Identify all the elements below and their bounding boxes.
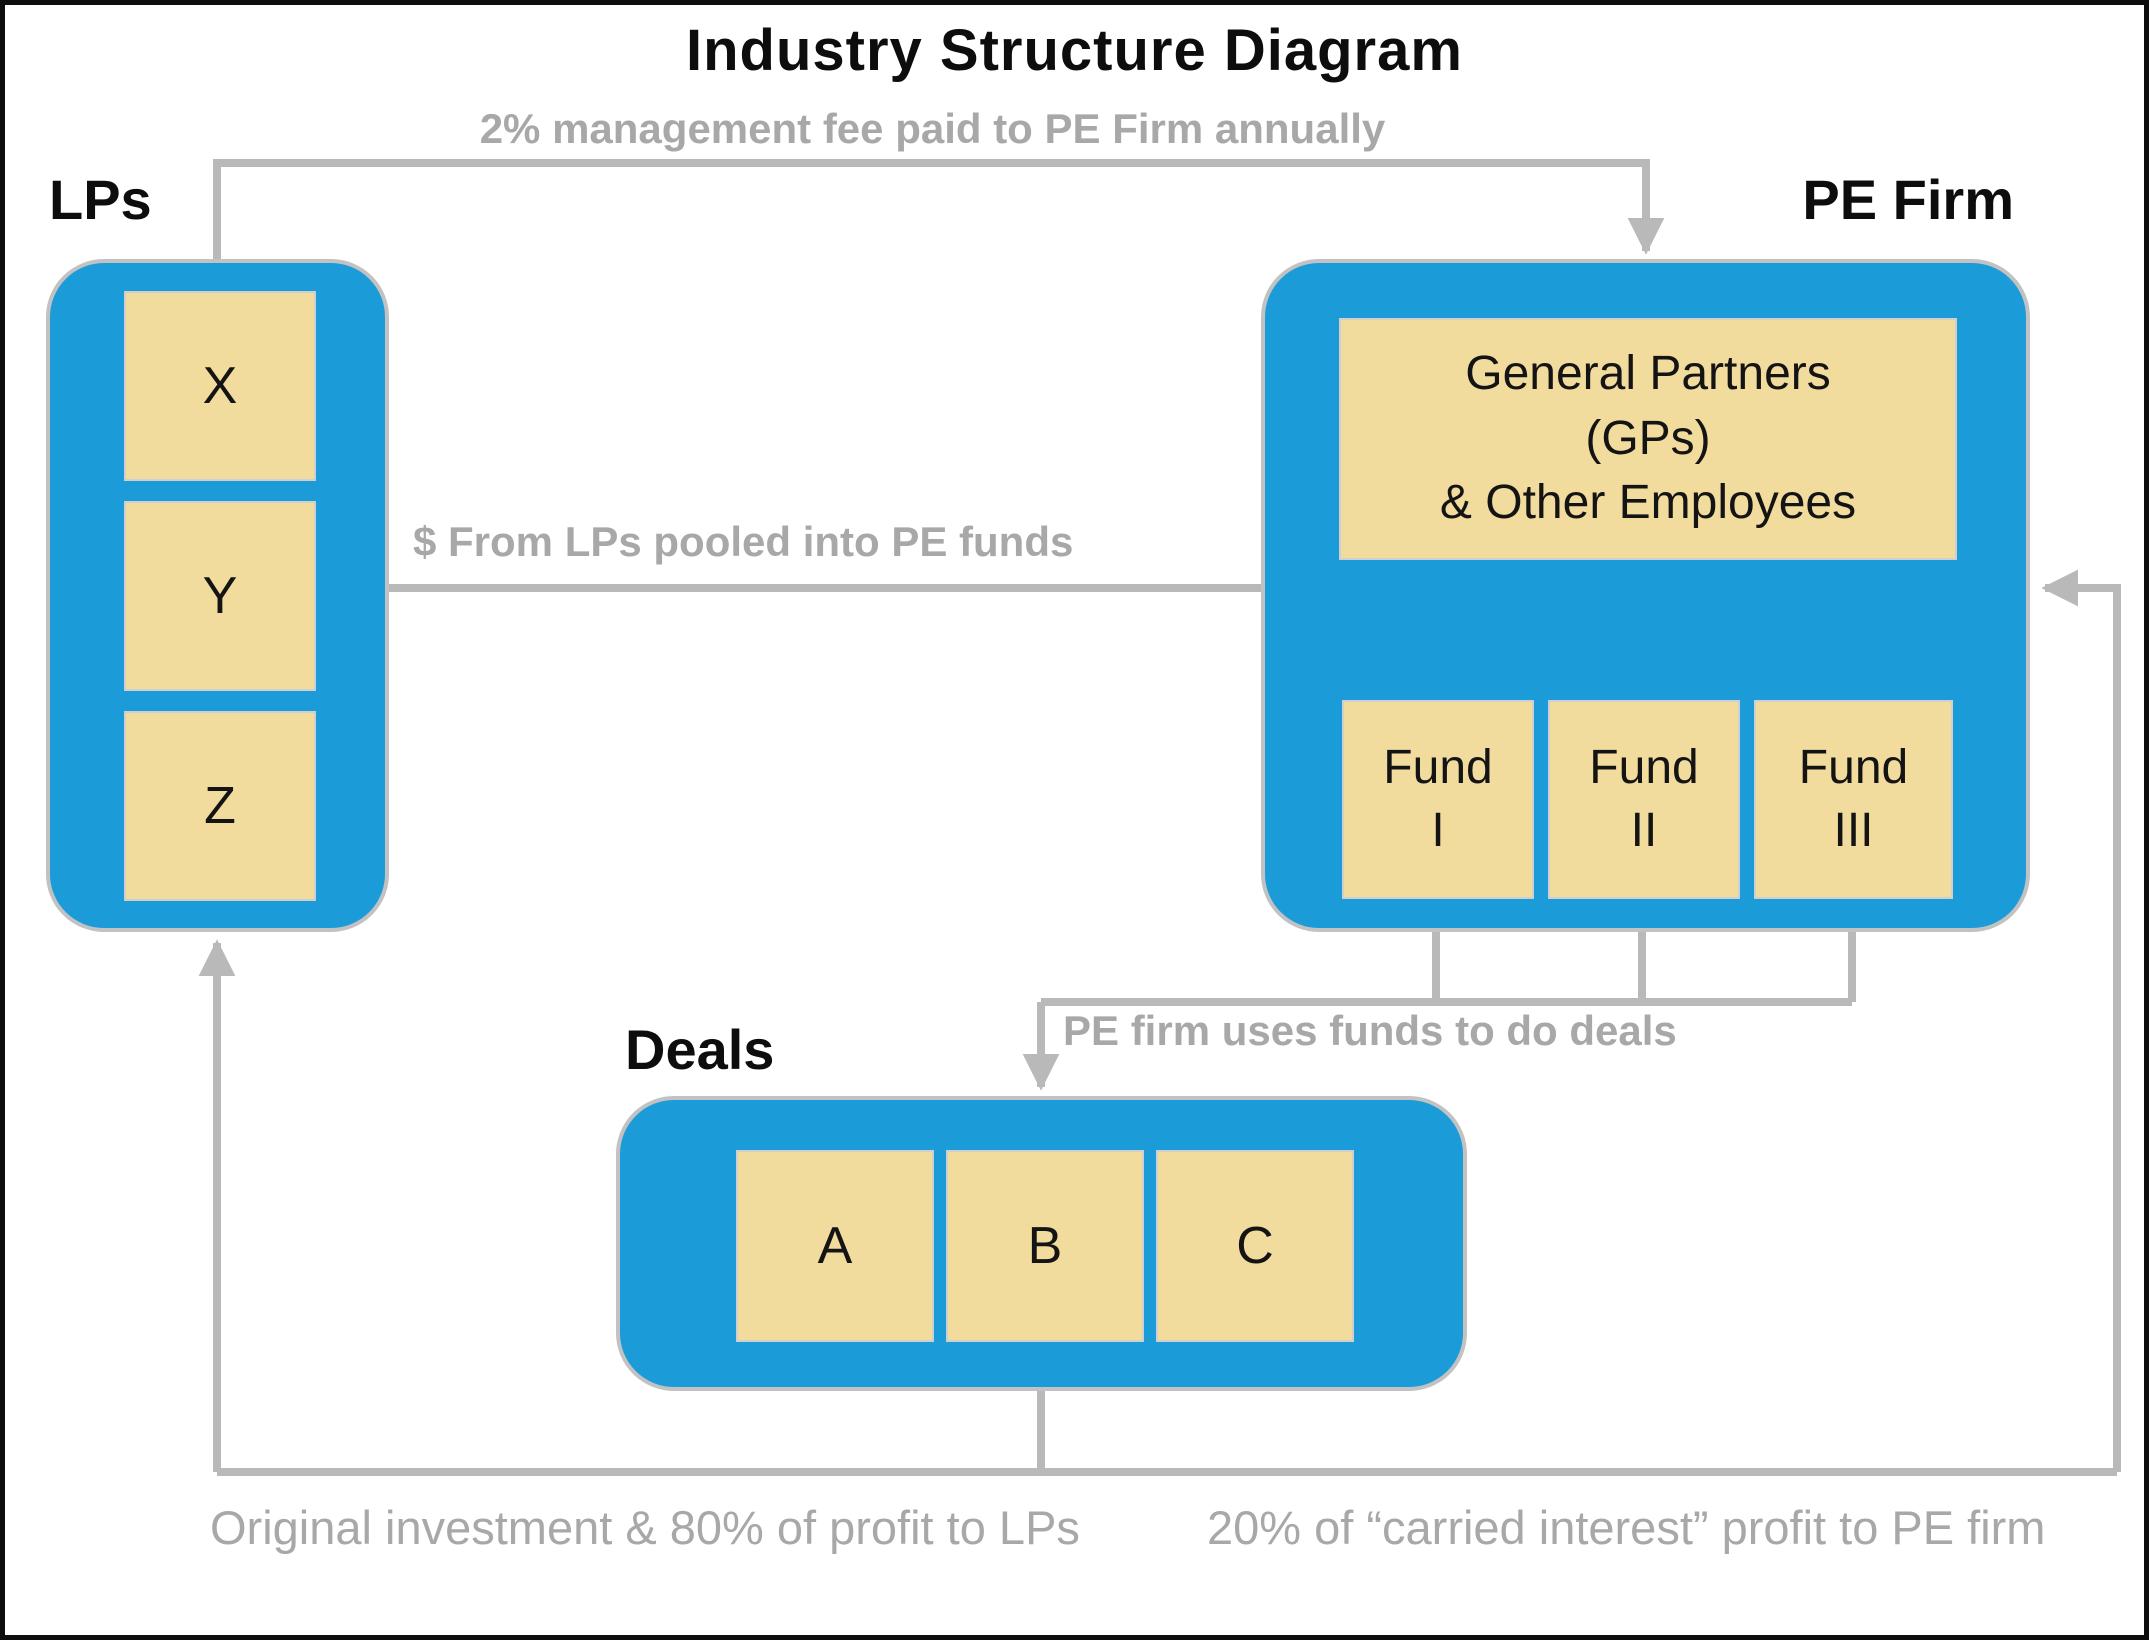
deals-container: A B C (616, 1096, 1467, 1391)
return-pe-annotation: 20% of “carried interest” profit to PE f… (1207, 1501, 2046, 1554)
return-lps-annotation: Original investment & 80% of profit to L… (210, 1501, 1080, 1554)
fee-arrow (213, 159, 1665, 267)
lp-box-x: X (124, 291, 316, 481)
fund-1-box: Fund I (1342, 700, 1534, 899)
fund-3-box: Fund III (1754, 700, 1953, 899)
deals-label: Deals (625, 1018, 775, 1081)
lp-box-y: Y (124, 501, 316, 691)
deals-flow-annotation: PE firm uses funds to do deals (1063, 1007, 1677, 1054)
gp-box: General Partners (GPs) & Other Employees (1339, 318, 1957, 560)
pool-annotation: $ From LPs pooled into PE funds (413, 518, 1074, 565)
deal-box-a: A (736, 1150, 934, 1342)
fee-annotation: 2% management fee paid to PE Firm annual… (479, 105, 1386, 152)
lps-container: X Y Z (46, 259, 389, 932)
pe-firm-label: PE Firm (1802, 168, 2014, 231)
diagram-title: Industry Structure Diagram (686, 18, 1463, 83)
deal-box-b: B (946, 1150, 1144, 1342)
pe-firm-container: General Partners (GPs) & Other Employees… (1261, 259, 2030, 932)
deal-box-c: C (1156, 1150, 1354, 1342)
lps-label: LPs (49, 168, 152, 231)
fund-2-box: Fund II (1548, 700, 1740, 899)
lp-box-z: Z (124, 711, 316, 901)
